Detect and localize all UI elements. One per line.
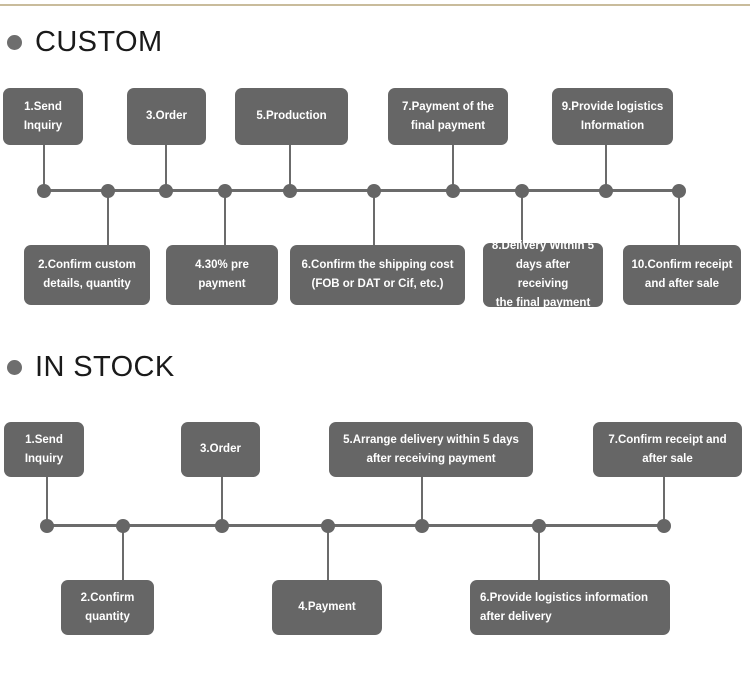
connector-stem-in-stock-7 [663,477,665,524]
connector-stem-in-stock-1 [46,477,48,524]
timeline-node-custom-5[interactable] [283,183,297,198]
timeline-node-in-stock-7[interactable] [657,518,671,533]
timeline-node-in-stock-6[interactable] [532,518,546,533]
timeline-node-custom-8[interactable] [515,183,529,198]
timeline-node-in-stock-2[interactable] [116,518,130,533]
process-box-custom-5[interactable]: 5.Production [235,88,348,145]
connector-stem-custom-5 [289,145,291,189]
section-title-custom: CUSTOM [7,28,163,57]
process-box-label: 3.Order [146,110,187,123]
timeline-node-custom-10[interactable] [672,183,686,198]
timeline-node-custom-4[interactable] [218,183,232,198]
connector-stem-custom-8 [521,192,523,243]
process-box-in-stock-3[interactable]: 3.Order [181,422,260,477]
timeline-node-in-stock-3[interactable] [215,518,229,533]
connector-stem-custom-6 [373,192,375,245]
section-title-label: IN STOCK [35,351,175,383]
timeline-node-in-stock-4[interactable] [321,518,335,533]
process-box-custom-6[interactable]: 6.Confirm the shipping cost(FOB or DAT o… [290,245,465,305]
connector-stem-in-stock-4 [327,527,329,580]
connector-stem-custom-2 [107,192,109,245]
timeline-node-in-stock-5[interactable] [415,518,429,533]
timeline-node-custom-7[interactable] [446,183,460,198]
process-box-in-stock-4[interactable]: 4.Payment [272,580,382,635]
top-rule [0,4,750,6]
connector-stem-custom-3 [165,145,167,189]
process-box-label: 6.Confirm the shipping cost(FOB or DAT o… [301,259,454,290]
connector-stem-custom-1 [43,145,45,189]
timeline-node-in-stock-1[interactable] [40,518,54,533]
process-box-label: 3.Order [200,443,241,456]
connector-stem-in-stock-3 [221,477,223,524]
bullet-icon [7,360,22,375]
connector-stem-custom-7 [452,145,454,189]
connector-stem-custom-9 [605,145,607,189]
timeline-node-custom-6[interactable] [367,183,381,198]
process-box-label: 4.Payment [298,601,356,614]
timeline-node-custom-3[interactable] [159,183,173,198]
connector-stem-custom-4 [224,192,226,245]
timeline-axis-in-stock [42,524,667,527]
process-box-custom-3[interactable]: 3.Order [127,88,206,145]
connector-stem-in-stock-5 [421,477,423,524]
timeline-node-custom-2[interactable] [101,183,115,198]
section-title-in-stock: IN STOCK [7,353,175,382]
timeline-axis-custom [40,189,682,192]
section-title-label: CUSTOM [35,26,163,58]
connector-stem-custom-10 [678,192,680,245]
connector-stem-in-stock-2 [122,527,124,580]
process-box-label: 5.Production [256,110,327,123]
timeline-node-custom-9[interactable] [599,183,613,198]
connector-stem-in-stock-6 [538,527,540,580]
timeline-node-custom-1[interactable] [37,183,51,198]
bullet-icon [7,35,22,50]
